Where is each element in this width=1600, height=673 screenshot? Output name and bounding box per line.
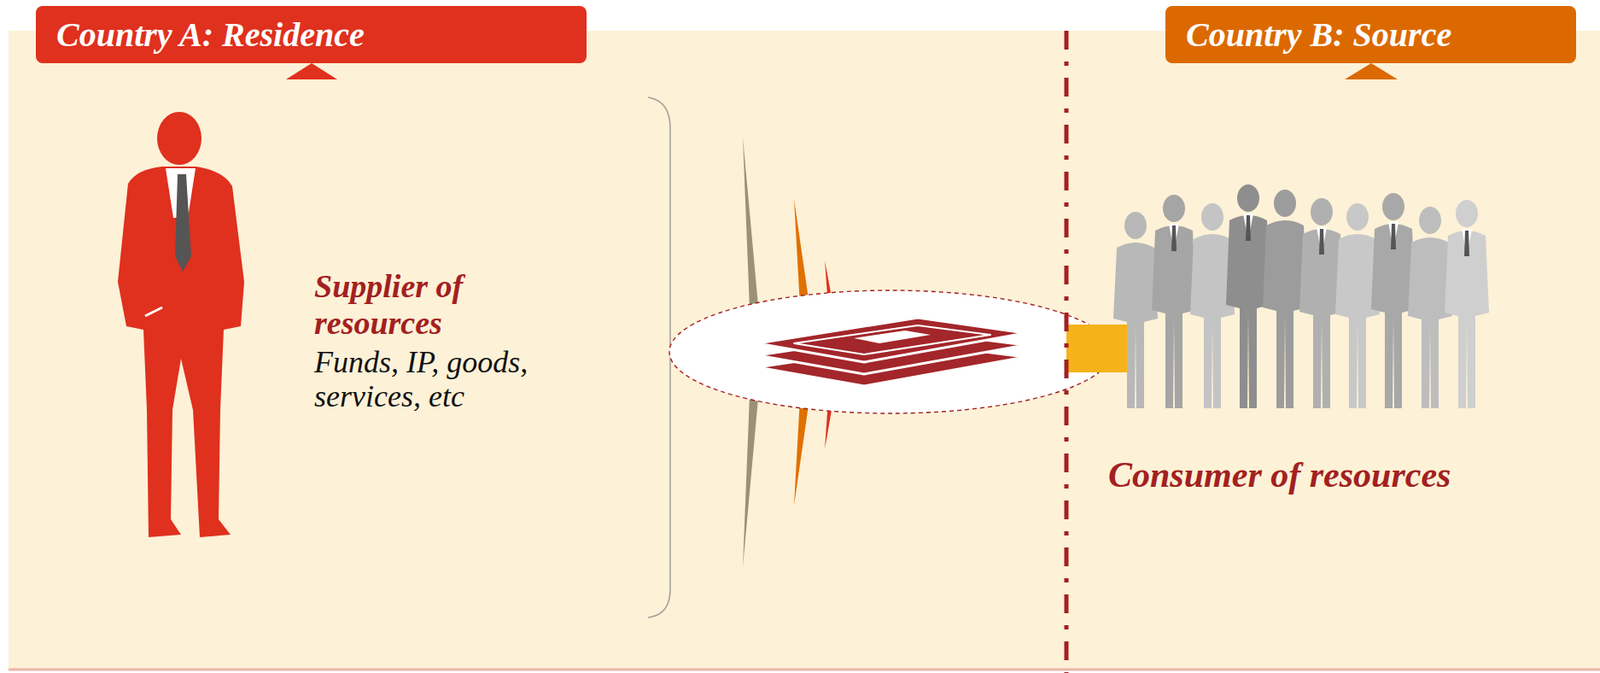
consumer-crowd [1113, 184, 1490, 409]
flow-block [1066, 324, 1128, 373]
person-silhouette [1151, 194, 1197, 409]
bracket [648, 97, 671, 618]
background-panel [8, 30, 1600, 669]
money-icon [757, 317, 1026, 386]
tab-pointer [1344, 63, 1398, 80]
supplier-silhouette [117, 111, 245, 538]
person-silhouette [1444, 199, 1490, 409]
tab-pointer [286, 63, 338, 80]
person-silhouette [1113, 211, 1158, 409]
bottom-rule [8, 668, 1600, 672]
country-tab: Country A: Residence [35, 5, 587, 64]
resource-list: Funds, IP, goods, services, etc [314, 344, 596, 415]
country-tab: Country B: Source [1165, 5, 1577, 64]
border-line [1064, 30, 1069, 673]
role-label: Supplier of resources [314, 268, 596, 341]
country-heading: Country B: Source [1185, 17, 1452, 53]
person-silhouette [1190, 203, 1235, 409]
flow-ellipse [669, 290, 1112, 414]
role-label: Consumer of resources [1108, 455, 1587, 496]
country-heading: Country A: Residence [56, 17, 365, 53]
